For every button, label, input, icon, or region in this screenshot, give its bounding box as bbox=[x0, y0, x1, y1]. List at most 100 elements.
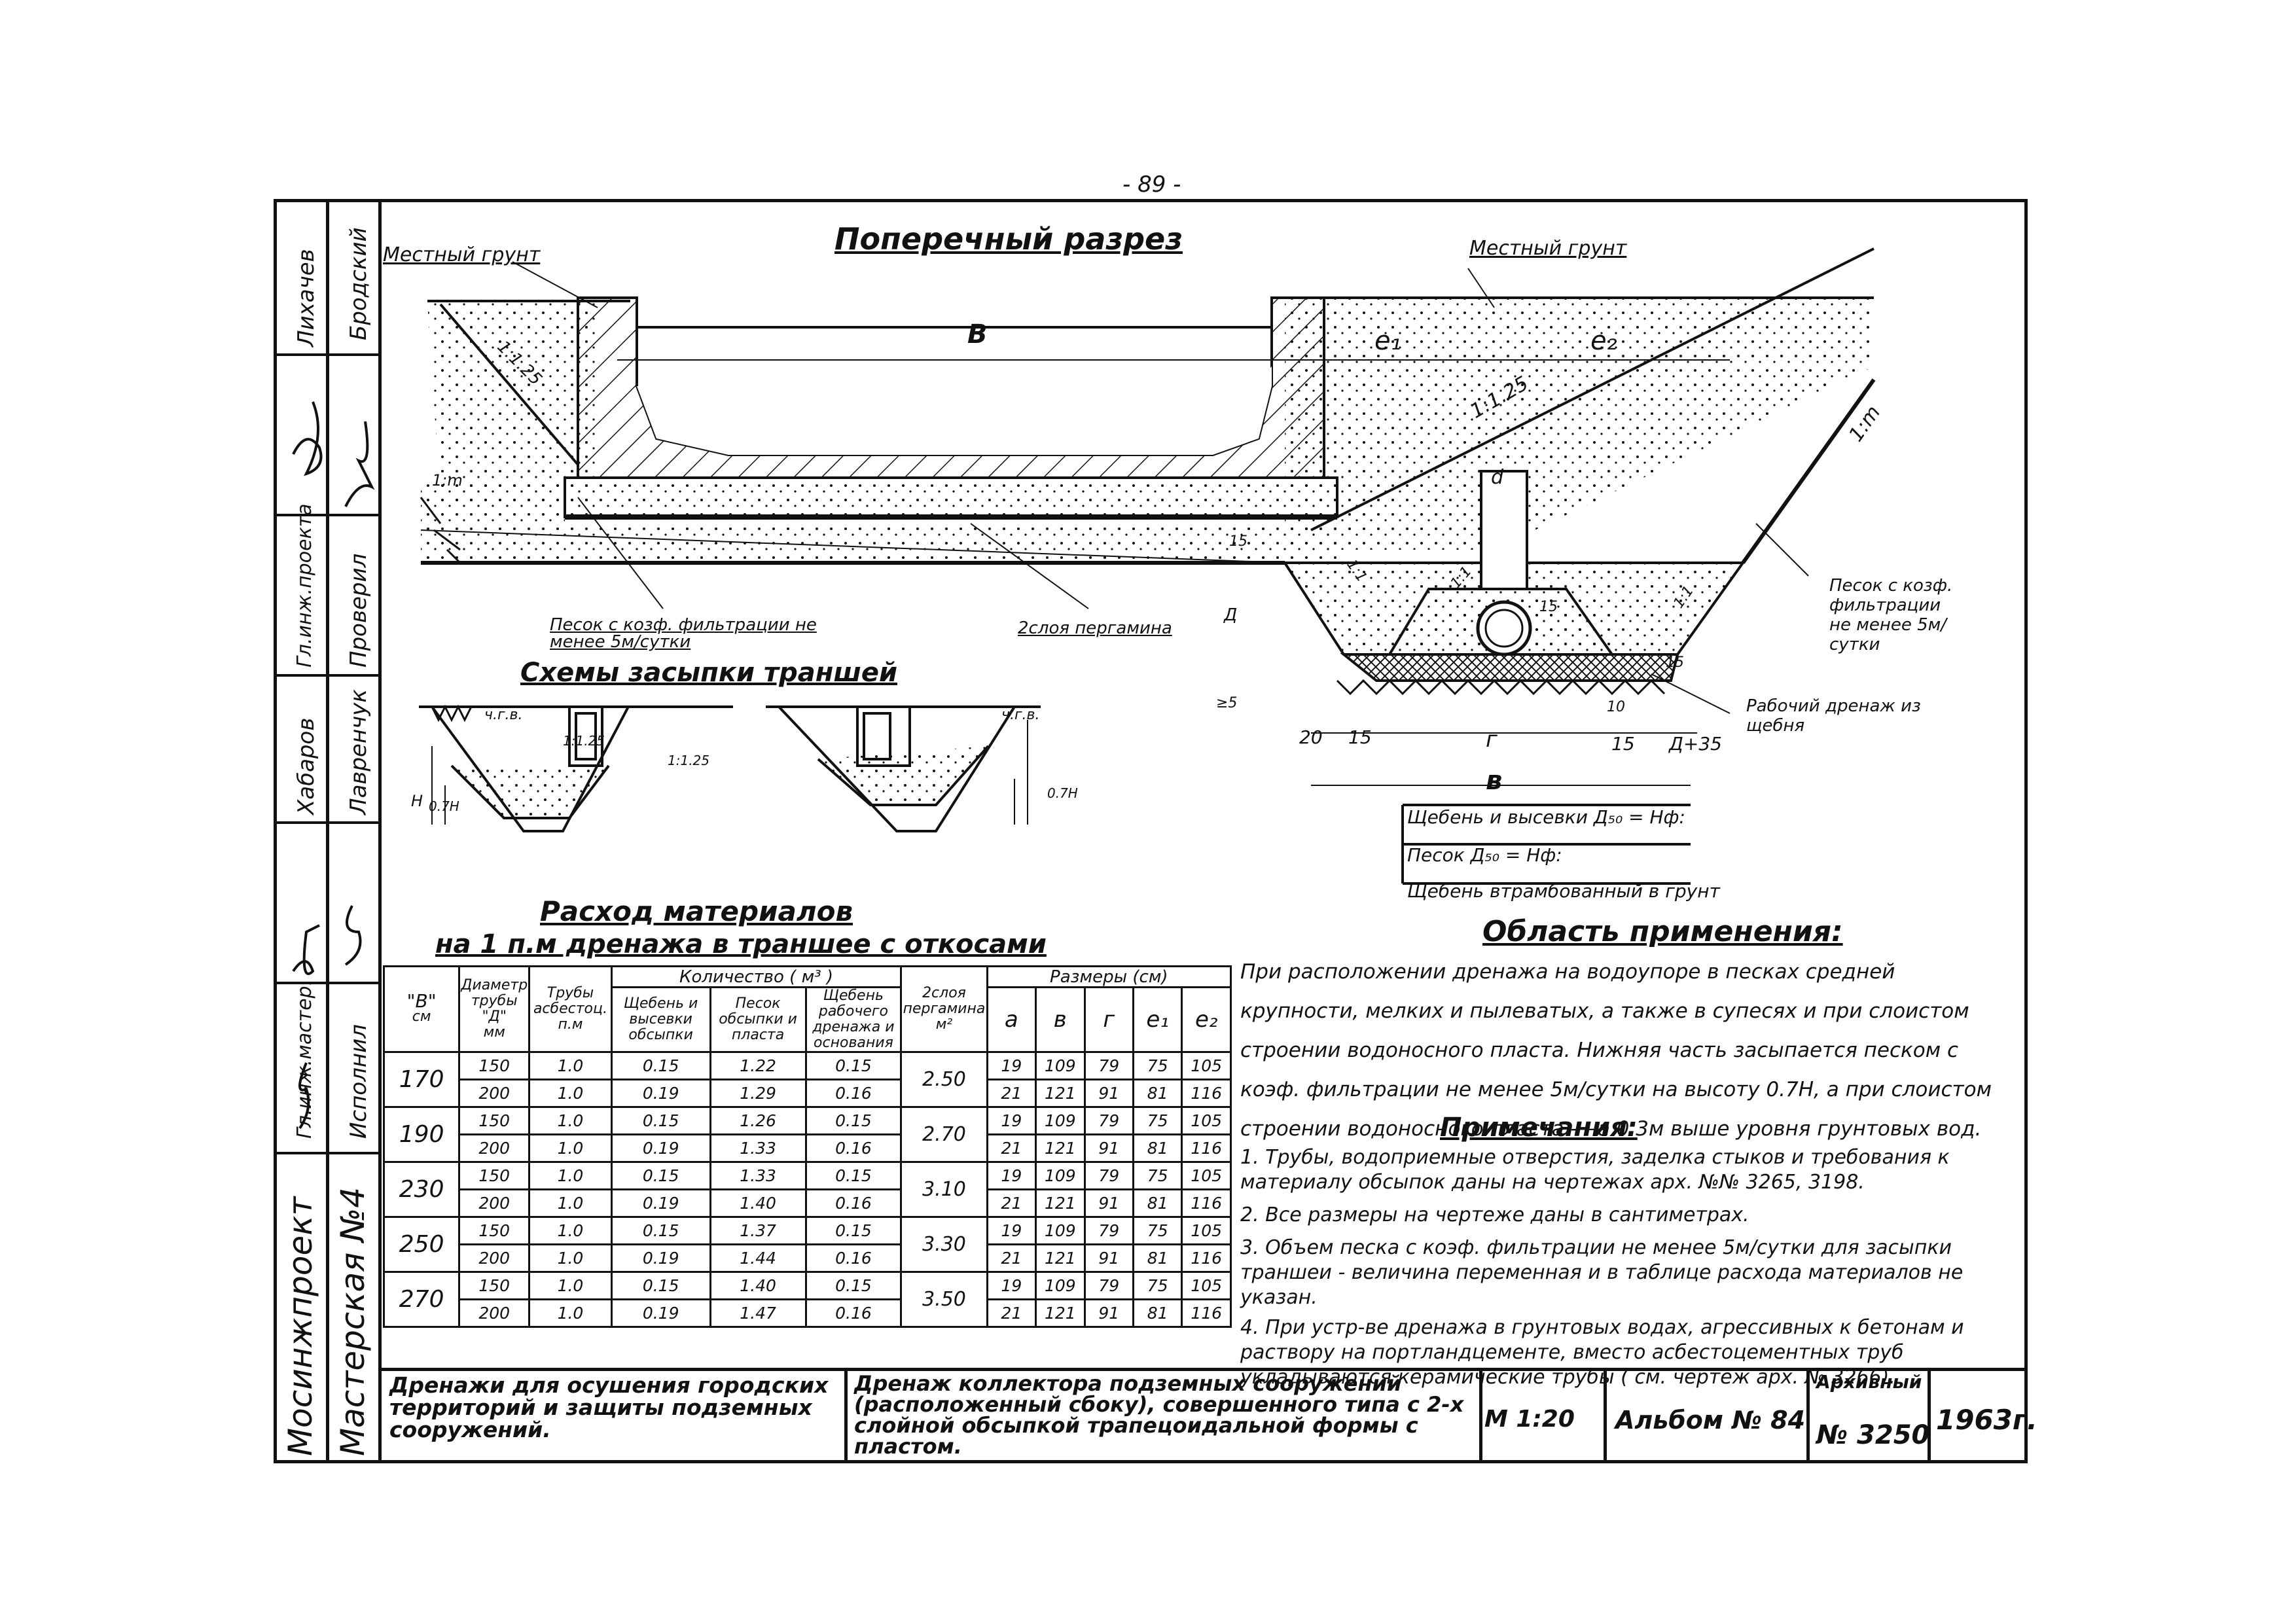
table-cell: 0.15 bbox=[804, 1271, 903, 1300]
b-cell: 250 bbox=[382, 1216, 461, 1273]
table-cell: 75 bbox=[1132, 1216, 1183, 1245]
local-soil-left-label: Местный грунт bbox=[383, 243, 541, 266]
slope-label: 1:1.25 bbox=[563, 733, 605, 749]
table-cell: 1.0 bbox=[528, 1243, 613, 1273]
dim-e2: e₂ bbox=[1590, 326, 1617, 356]
note-item: 1. Трубы, водоприемные отверстия, заделк… bbox=[1240, 1146, 1950, 1194]
table-cell: 21 bbox=[986, 1188, 1037, 1218]
table-cell: 0.15 bbox=[610, 1051, 711, 1080]
dim-D: Д bbox=[1224, 605, 1238, 625]
drawing-title: Дренаж коллектора подземных сооружений (… bbox=[854, 1371, 1464, 1459]
h07-label: 0.7Н bbox=[1047, 785, 1078, 801]
col-header: Диаметр трубы "Д"мм bbox=[458, 965, 531, 1053]
table-cell: 0.16 bbox=[804, 1079, 903, 1108]
table-cell: 19 bbox=[986, 1161, 1037, 1190]
table-cell: 1.0 bbox=[528, 1188, 613, 1218]
archive-label: Архивный bbox=[1816, 1371, 1922, 1393]
table-cell: 1.22 bbox=[709, 1051, 807, 1080]
table-cell: 1.0 bbox=[528, 1079, 613, 1108]
table-cell: 150 bbox=[458, 1161, 531, 1190]
table-cell: 91 bbox=[1083, 1298, 1134, 1328]
table-cell: 116 bbox=[1181, 1079, 1232, 1108]
note-item: 3. Объем песка с коэф. фильтрации не мен… bbox=[1240, 1236, 1964, 1309]
table-cell: 105 bbox=[1181, 1106, 1232, 1135]
table-cell: 0.16 bbox=[804, 1243, 903, 1273]
h07-label: 0.7Н bbox=[429, 798, 459, 814]
table-cell: 105 bbox=[1181, 1216, 1232, 1245]
series-title: Дренажи для осушения городских территори… bbox=[389, 1372, 829, 1442]
table-cell: 200 bbox=[458, 1243, 531, 1273]
table-cell: 121 bbox=[1035, 1133, 1086, 1163]
table-cell: 0.15 bbox=[610, 1271, 711, 1300]
dim-10: 10 bbox=[1607, 699, 1625, 715]
table-cell: 0.16 bbox=[804, 1188, 903, 1218]
table-cell: 109 bbox=[1035, 1216, 1086, 1245]
table-cell: 91 bbox=[1083, 1243, 1134, 1273]
dim-15: 15 bbox=[1348, 726, 1372, 748]
page-number: - 89 - bbox=[1122, 171, 1181, 198]
table-cell: 200 bbox=[458, 1133, 531, 1163]
table-cell: 200 bbox=[458, 1298, 531, 1328]
table-cell: 91 bbox=[1083, 1133, 1134, 1163]
table-cell: 21 bbox=[986, 1079, 1037, 1108]
table-cell: 116 bbox=[1181, 1243, 1232, 1273]
stamp-line bbox=[274, 821, 378, 824]
side-divider bbox=[326, 199, 329, 1463]
table-cell: 109 bbox=[1035, 1271, 1086, 1300]
table-cell: 116 bbox=[1181, 1298, 1232, 1328]
table-cell: 1.40 bbox=[709, 1188, 807, 1218]
title-block-divider bbox=[1479, 1368, 1482, 1463]
table-cell: 0.15 bbox=[610, 1106, 711, 1135]
table-cell: 1.0 bbox=[528, 1271, 613, 1300]
dim-d: d bbox=[1491, 466, 1504, 489]
table-cell: 200 bbox=[458, 1079, 531, 1108]
table-cell: 1.29 bbox=[709, 1079, 807, 1108]
table-cell: 1.37 bbox=[709, 1216, 807, 1245]
col-header: Размеры (см) bbox=[986, 965, 1232, 988]
table-cell: 150 bbox=[458, 1051, 531, 1080]
table-cell: 79 bbox=[1083, 1271, 1134, 1300]
slope-label: 1:1.25 bbox=[668, 753, 709, 768]
table-cell: 116 bbox=[1181, 1188, 1232, 1218]
table-cell: 150 bbox=[458, 1271, 531, 1300]
table-cell: 81 bbox=[1132, 1188, 1183, 1218]
backfill-title: Схемы засыпки траншей bbox=[520, 658, 898, 688]
title-block-divider bbox=[1928, 1368, 1931, 1463]
col-header: e₂ bbox=[1181, 986, 1232, 1053]
table-cell: 121 bbox=[1035, 1188, 1086, 1218]
col-header: Количество ( м³ ) bbox=[610, 965, 903, 988]
table-cell: 0.19 bbox=[610, 1079, 711, 1108]
side-divider bbox=[378, 199, 382, 1463]
col-header: Трубы асбестоц.п.м bbox=[528, 965, 613, 1053]
table-cell: 116 bbox=[1181, 1133, 1232, 1163]
table-cell: 0.16 bbox=[804, 1133, 903, 1163]
table-cell: 109 bbox=[1035, 1106, 1086, 1135]
table-cell: 0.15 bbox=[804, 1106, 903, 1135]
table-cell: 1.0 bbox=[528, 1161, 613, 1190]
legend-line: Песок Д₅₀ = Нф: bbox=[1407, 844, 1562, 866]
table-cell: 75 bbox=[1132, 1051, 1183, 1080]
dim-15: 15 bbox=[1539, 599, 1558, 615]
dim-5: ≥5 bbox=[1216, 695, 1238, 711]
col-header: "В"см bbox=[382, 965, 461, 1053]
table-cell: 1.44 bbox=[709, 1243, 807, 1273]
table-cell: 0.15 bbox=[804, 1161, 903, 1190]
table-cell: 81 bbox=[1132, 1298, 1183, 1328]
table-cell: 200 bbox=[458, 1188, 531, 1218]
table-cell: 150 bbox=[458, 1216, 531, 1245]
table-cell: 75 bbox=[1132, 1271, 1183, 1300]
table-cell: 1.0 bbox=[528, 1216, 613, 1245]
note-item: 2. Все размеры на чертеже даны в сантиме… bbox=[1240, 1204, 1749, 1226]
dim-b: в bbox=[1486, 766, 1503, 796]
album-number: Альбом № 84 bbox=[1615, 1406, 1806, 1435]
drawing-frame bbox=[274, 199, 2028, 1463]
table-cell: 91 bbox=[1083, 1079, 1134, 1108]
table-cell: 0.15 bbox=[804, 1051, 903, 1080]
perg-cell: 3.30 bbox=[900, 1216, 988, 1273]
table-cell: 1.0 bbox=[528, 1133, 613, 1163]
materials-title-1: Расход материалов bbox=[540, 895, 853, 927]
table-cell: 121 bbox=[1035, 1243, 1086, 1273]
table-cell: 75 bbox=[1132, 1106, 1183, 1135]
